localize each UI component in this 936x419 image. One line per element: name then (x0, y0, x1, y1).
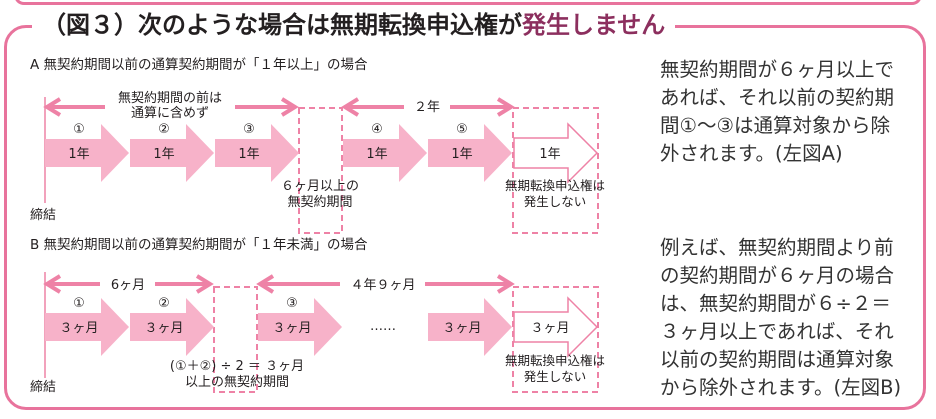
span-label: ２年 (414, 100, 440, 115)
section-a-period-arrow (130, 124, 214, 182)
arrowhead-icon (341, 97, 360, 117)
explanation-a-line: 無契約期間が６ヶ月以上で (660, 58, 895, 81)
section-b-start-label: 締結 (30, 379, 56, 395)
section-a-period-arrow (215, 124, 299, 182)
section-a-heading: A 無契約期間以前の通算契約期間が「１年以上」の場合 (30, 56, 368, 73)
section-b-period-arrow (130, 298, 214, 356)
section-b-period-arrow (45, 298, 129, 356)
span-label-line1: 無契約期間の前は (118, 90, 222, 106)
arrowhead-icon (256, 274, 275, 294)
span-label: ４年９ヶ月 (350, 278, 415, 293)
explanation-b-line: の契約期間が６ヶ月の場合 (660, 264, 895, 287)
section-b-gap-box (213, 286, 258, 393)
section-a-period-number: ④ (371, 122, 383, 137)
section-b-period-label: ３ヶ月 (442, 321, 481, 336)
future-outline-arrow (513, 122, 599, 184)
section-b-period-number: ② (158, 296, 170, 311)
future-outline-arrow (513, 296, 599, 358)
section-a-period-number: ③ (243, 122, 255, 137)
explanation-a-line: 外されます。(左図A) (660, 142, 843, 165)
section-a-periods: 1年 ① 1年 ② 1年 ③ 1年 ④ 1年 ⑤ (45, 122, 512, 182)
figure-title: （図３）次のような場合は無期転換申込権が発生しません (32, 8, 676, 42)
explanation-a-line: 間①～③は通算対象から除 (660, 114, 890, 137)
section-b-gap-label-1: (①＋②) ÷ 2 ＝ ３ヶ月 (170, 359, 304, 374)
section-a-period-label: 1年 (366, 147, 387, 162)
explanation-b-line: から除外されます。(左図B) (660, 376, 902, 399)
section-a-period-number: ⑤ (456, 122, 468, 137)
section-b-period-arrow (428, 298, 512, 356)
section-a-gap-box (298, 107, 343, 234)
explanation-b-line: ３ヶ月以上であれば、それ (660, 320, 894, 343)
section-a-period-label: 1年 (153, 147, 174, 162)
span-label: 6ヶ月 (111, 278, 145, 293)
title-highlight: 発生しません (522, 11, 666, 39)
section-a-start-label: 締結 (30, 207, 56, 223)
arrowhead-icon (43, 97, 62, 117)
title-prefix: （図３）次のような場合は無期転換申込権が (42, 11, 522, 39)
section-b-period-arrow (258, 298, 342, 356)
section-a-period-number: ② (158, 122, 170, 137)
section-b-period-number: ③ (286, 296, 298, 311)
section-a-future-note-2: 発生しない (524, 194, 587, 209)
section-a-period-arrow (343, 124, 427, 182)
section-a-period-label: 1年 (238, 147, 259, 162)
section-a-gap-label-1: ６ヶ月以上の (281, 179, 359, 194)
section-b-future-box (512, 286, 599, 393)
explanation-a-line: あれば、それ以前の契約期 (660, 86, 895, 109)
section-a-gap-label-2: 無契約期間 (287, 195, 352, 210)
section-b-periods: ３ヶ月 ① ３ヶ月 ② ３ヶ月 ③ ３ヶ月 (45, 296, 512, 356)
section-b-future-note-2: 発生しない (524, 369, 587, 384)
explanation-b-line: 例えば、無契約期間より前 (660, 236, 894, 259)
section-b-future-note-1: 無期転換申込権は (505, 353, 605, 368)
section-a-future-label: 1年 (539, 147, 560, 162)
explanation-b-line: 以前の契約期間は通算対象 (660, 348, 895, 371)
section-a-period-number: ① (73, 122, 85, 137)
section-a-period-label: 1年 (451, 147, 472, 162)
section-b-ellipsis: …… (370, 319, 396, 334)
section-b-period-label: ３ヶ月 (272, 321, 311, 336)
arrowhead-icon (280, 97, 299, 117)
section-b-gap-label-2: 以上の無契約期間 (185, 375, 289, 390)
explanation-b-line: は、無契約期間が６÷２＝ (660, 292, 891, 315)
section-b-period-label: ３ヶ月 (144, 321, 183, 336)
section-a-future-note-1: 無期転換申込権は (505, 178, 605, 193)
section-b-period-label: ３ヶ月 (59, 321, 98, 336)
explanation-a: 無契約期間が６ヶ月以上で あれば、それ以前の契約期 間①～③は通算対象から除 外… (660, 56, 922, 168)
span-label-line2: 通算に含めず (131, 105, 209, 121)
section-b-period-number: ① (73, 296, 85, 311)
explanation-b: 例えば、無契約期間より前 の契約期間が６ヶ月の場合 は、無契約期間が６÷２＝ ３… (660, 234, 922, 402)
arrowhead-icon (43, 274, 62, 294)
arrowhead-icon (496, 97, 515, 117)
section-a-span-left: 無契約期間の前は 通算に含めず (43, 90, 299, 121)
section-a-period-label: 1年 (68, 147, 89, 162)
arrowhead-icon (195, 274, 214, 294)
section-a-period-arrow (45, 124, 129, 182)
section-b-future-label: ３ヶ月 (530, 321, 569, 336)
section-a-future-box (512, 107, 599, 234)
section-a-span-right: ２年 (341, 97, 515, 117)
section-b-heading: B 無契約期間以前の通算契約期間が「１年未満」の場合 (30, 236, 368, 253)
arrowhead-icon (496, 274, 515, 294)
section-b-span-left: 6ヶ月 (43, 274, 214, 294)
section-a-period-arrow (428, 124, 512, 182)
section-b-span-right: ４年９ヶ月 (256, 274, 515, 294)
